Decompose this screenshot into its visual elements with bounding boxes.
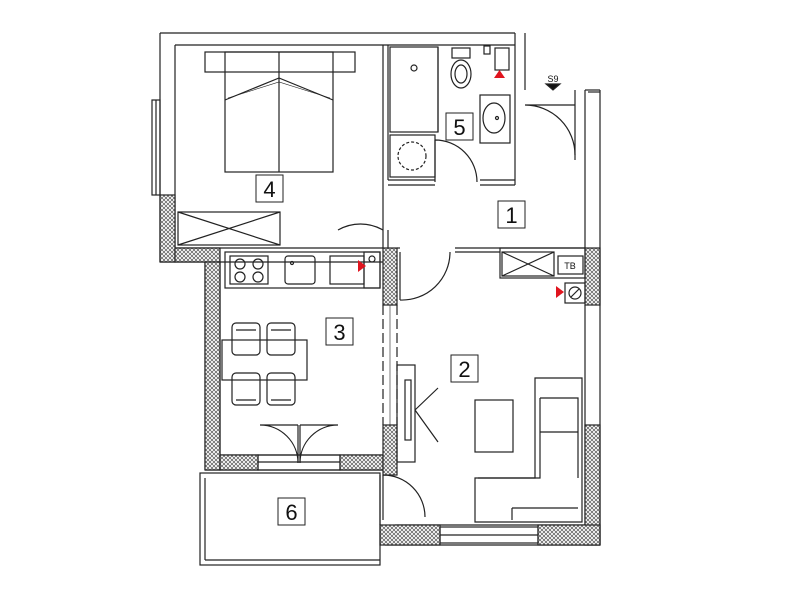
red-markers bbox=[358, 70, 564, 298]
svg-text:3: 3 bbox=[333, 320, 345, 345]
room-label-4: 4 bbox=[255, 174, 284, 203]
room-label-1: 1 bbox=[497, 200, 526, 229]
sofa bbox=[474, 377, 583, 523]
marker-bathroom-icon bbox=[494, 70, 505, 78]
tv-unit bbox=[396, 364, 439, 463]
svg-text:1: 1 bbox=[505, 203, 517, 228]
svg-text:5: 5 bbox=[453, 115, 465, 140]
svg-text:2: 2 bbox=[458, 357, 470, 382]
section-label: S9 bbox=[547, 74, 558, 84]
coffee-table bbox=[474, 399, 514, 453]
partitions bbox=[379, 45, 586, 525]
section-mark bbox=[544, 83, 600, 93]
kitchen-counter bbox=[224, 251, 381, 289]
balcony bbox=[199, 472, 381, 566]
bedroom-wardrobe bbox=[177, 211, 281, 246]
room-label-5: 5 bbox=[445, 112, 474, 141]
room-label-6: 6 bbox=[277, 497, 306, 526]
double-bed bbox=[204, 51, 356, 173]
marker-hallway-icon bbox=[556, 286, 564, 298]
dining-table bbox=[221, 322, 308, 406]
room-labels: 4 5 1 3 2 6 bbox=[255, 112, 526, 526]
marker-kitchen-icon bbox=[358, 260, 366, 272]
hallway-closet bbox=[501, 251, 586, 304]
closet-tb-label: TB bbox=[564, 261, 576, 271]
room-label-2: 2 bbox=[450, 354, 479, 383]
svg-text:4: 4 bbox=[263, 177, 275, 202]
room-label-3: 3 bbox=[325, 317, 354, 346]
hatched-walls bbox=[159, 194, 601, 546]
svg-text:6: 6 bbox=[285, 500, 297, 525]
bathroom-fixtures bbox=[389, 45, 511, 178]
